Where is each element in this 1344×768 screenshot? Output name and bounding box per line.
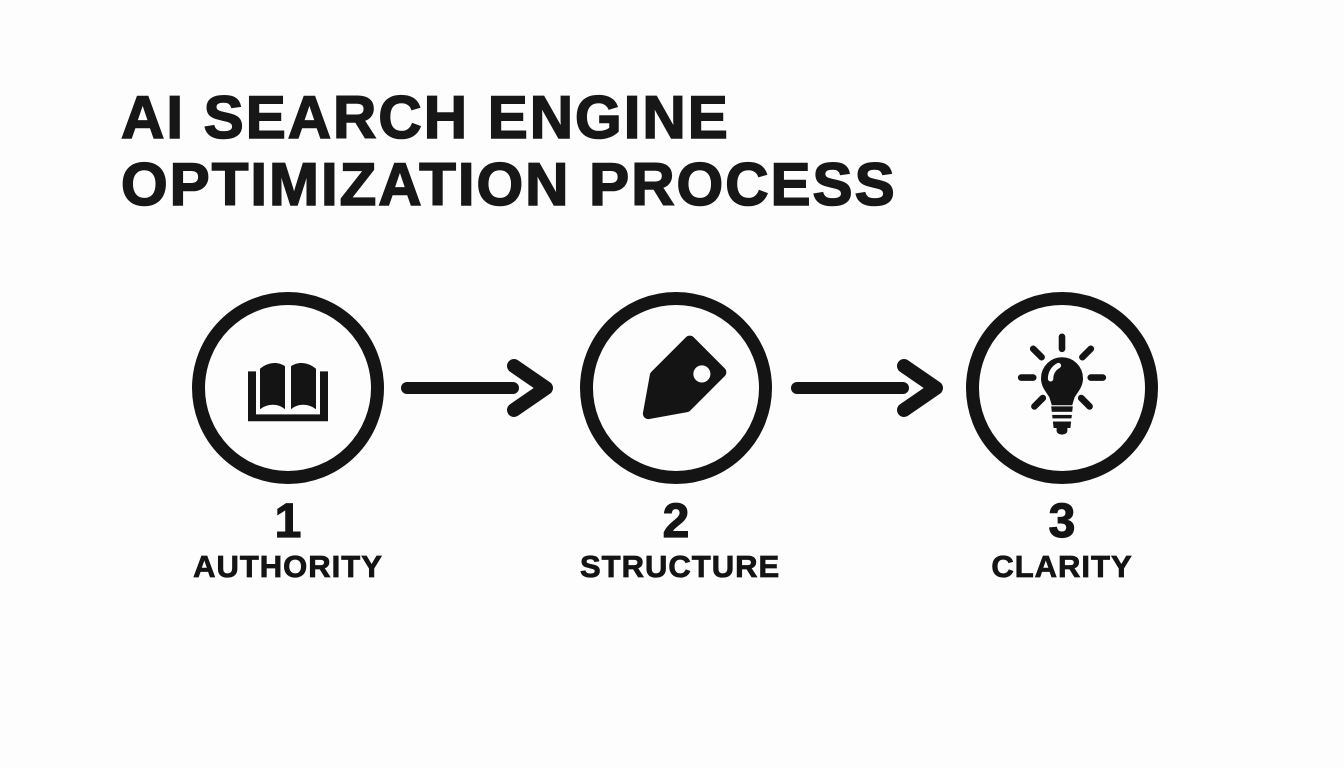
arrow-right-icon (401, 359, 553, 417)
lightbulb-icon (1002, 326, 1122, 451)
page-title-line2: OPTIMIZATION PROCESS (120, 150, 897, 219)
step-label: STRUCTURE (580, 549, 781, 584)
arrow-right-icon (791, 359, 943, 417)
clarity-icon-circle (966, 292, 1158, 484)
authority-icon-circle (192, 292, 384, 484)
step-number: 3 (1048, 495, 1076, 548)
step-clarity: 3 CLARITY (966, 292, 1158, 584)
step-label: AUTHORITY (193, 549, 383, 584)
structure-icon-circle (580, 292, 772, 484)
step-number: 2 (662, 495, 690, 548)
step-structure: 2 STRUCTURE (580, 292, 781, 584)
tag-icon (615, 325, 737, 452)
page-title-line1: AI SEARCH ENGINE (120, 83, 730, 152)
step-label: CLARITY (991, 549, 1133, 584)
step-authority: 1 AUTHORITY (192, 292, 384, 584)
step-number: 1 (274, 495, 302, 548)
open-book-icon (238, 343, 338, 434)
page-title: AI SEARCH ENGINE OPTIMIZATION PROCESS (120, 83, 897, 219)
